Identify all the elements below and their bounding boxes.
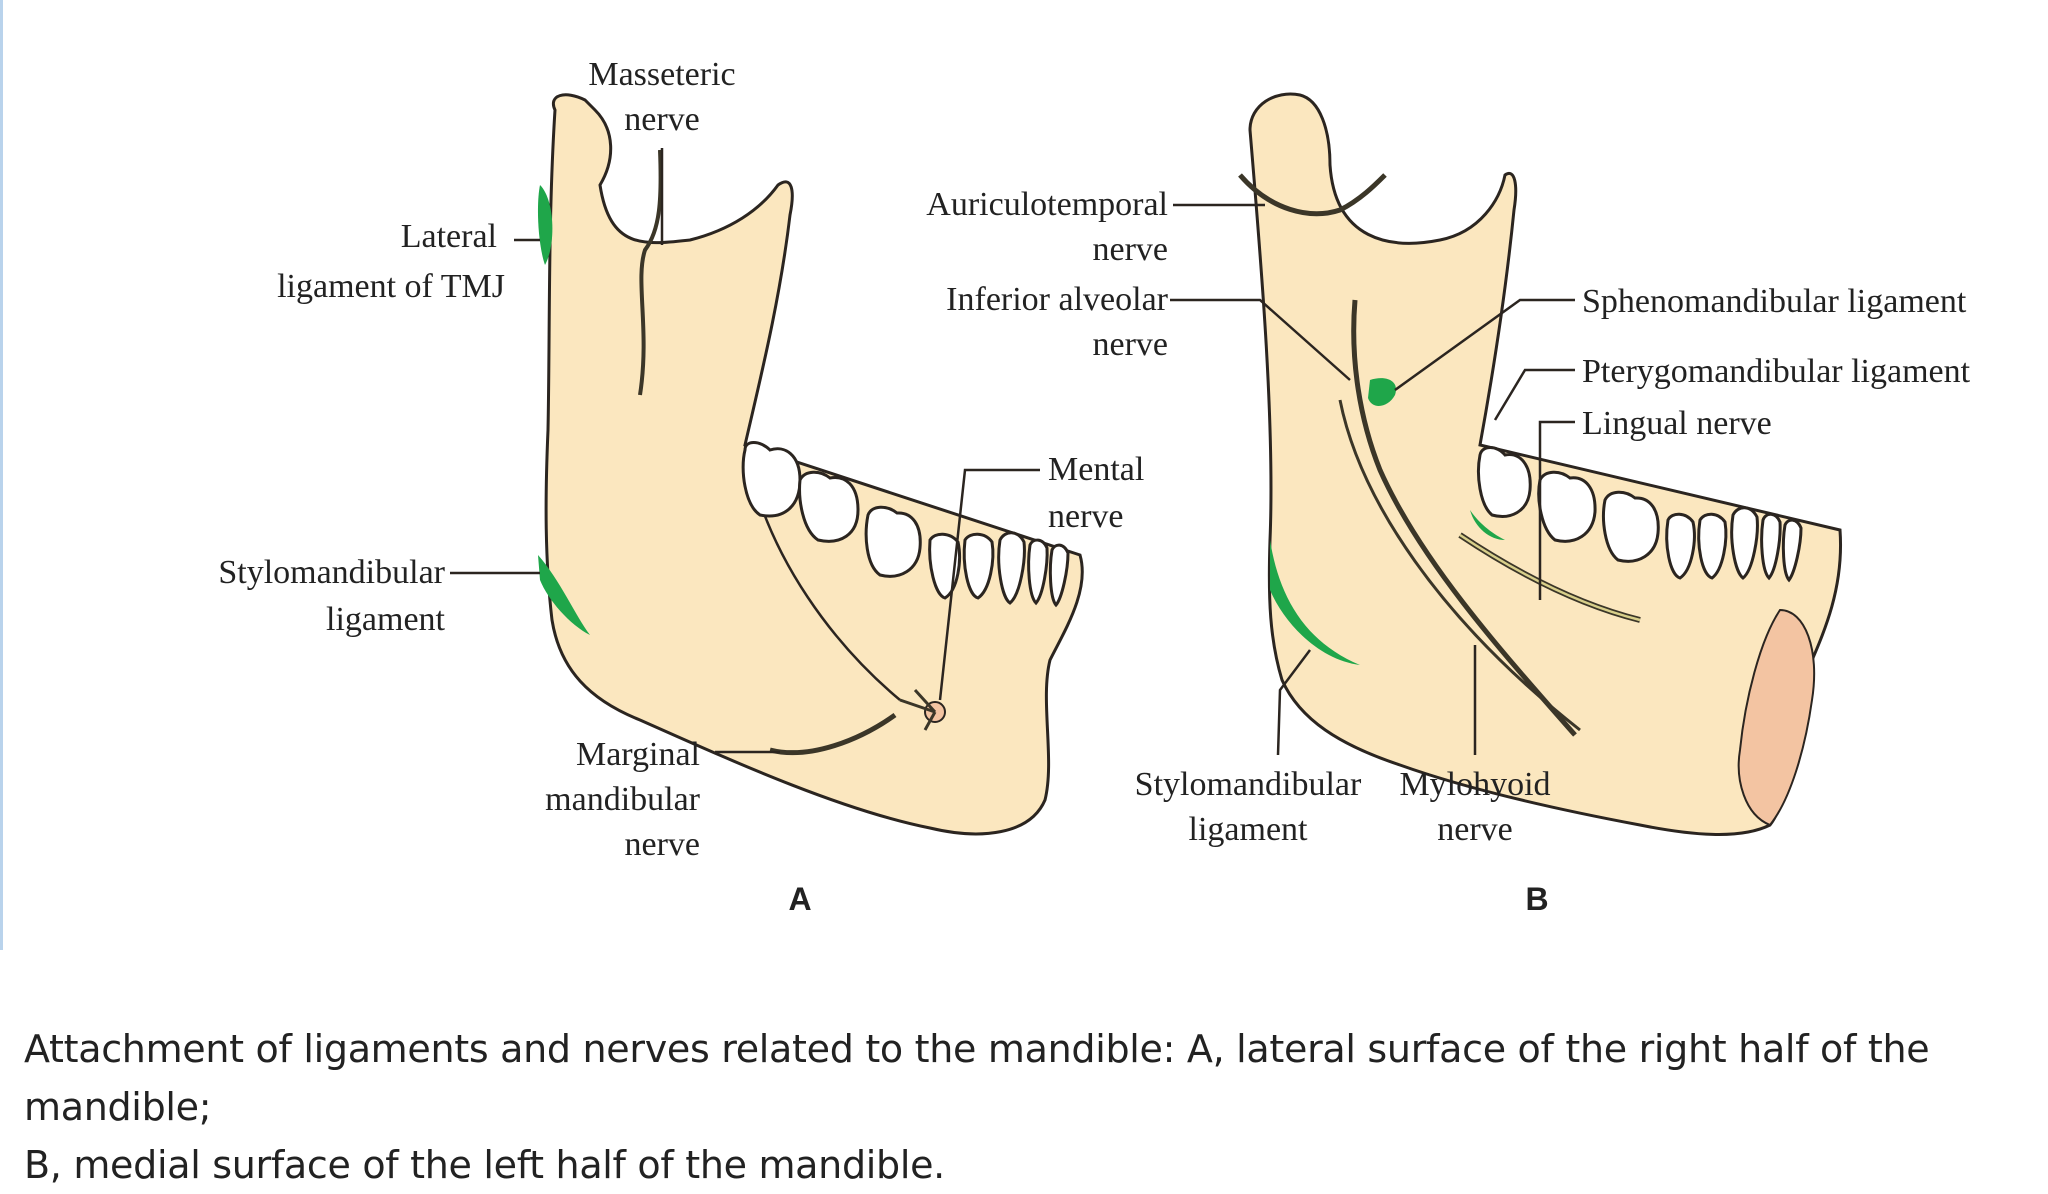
panel-b-molar-3 [1602,490,1660,563]
panel-b-incisor-2 [1781,518,1803,583]
panel-b-teeth [1477,446,1803,583]
mandible-figure: Masseteric nerve Lateral ligament of TMJ… [218,56,1971,917]
panel-a-molar-2 [798,470,860,543]
panel-letter-a: A [788,881,811,917]
label-masseteric-2: nerve [624,101,700,138]
panel-a-diagram: Masseteric nerve Lateral ligament of TMJ… [218,56,1144,917]
panel-b-diagram: Auriculotemporal nerve Inferior alveolar… [926,92,1971,917]
caption-line1-pre: Attachment of ligaments and nerves relat… [24,1027,1187,1071]
panel-b-mylohyoid-groove [1338,399,1581,732]
panel-a-lateral-ligament [537,185,553,265]
label-lateral-2: ligament of TMJ [277,268,505,305]
label-marginal-1: Marginal [576,736,700,773]
label-lateral-1: Lateral [401,218,497,255]
label-lingual-nerve: Lingual nerve [1582,405,1772,442]
caption-line-1: Attachment of ligaments and nerves relat… [24,1020,2024,1136]
panel-b-lingual-nerve-core [1459,533,1641,622]
panel-a-premolar-2 [962,532,995,600]
panel-a-incisor-1 [1027,538,1049,606]
label-inferior-alveolar-2: nerve [1092,326,1168,363]
label-masseteric-1: Masseteric [588,56,735,93]
caption-line1-letter-a: A [1186,1027,1213,1071]
panel-a-leader-lines [450,148,1040,754]
panel-a-canine [997,531,1026,605]
label-stylo-b-2: ligament [1189,811,1309,848]
panel-a-marginal-mandibular-nerve [769,712,897,756]
panel-a-teeth [741,441,1070,608]
panel-b-pterygomandibular-ligament [1470,510,1505,540]
caption-line-2: B, medial surface of the left half of th… [24,1136,2024,1194]
figure-caption: Attachment of ligaments and nerves relat… [24,1020,2024,1194]
label-marginal-3: nerve [624,826,700,863]
label-auriculotemporal-2: nerve [1092,231,1168,268]
panel-b-canine [1730,506,1759,580]
label-mental-1: Mental [1048,451,1144,488]
panel-b-incisor-1 [1760,512,1782,581]
panel-b-chin-cut-surface [1737,608,1816,827]
leader-pterygo [1493,368,1575,421]
panel-a-mental-nerve-branches [899,688,937,731]
caption-line1-post: , lateral surface of the right half of t… [24,1027,1930,1129]
panel-a-molar-3 [864,505,922,578]
caption-line2-letter-b: B [24,1143,50,1187]
panel-a-molar-1 [741,441,802,518]
panel-b-inferior-alveolar-nerve [1351,299,1577,737]
panel-b-molar-2 [1537,470,1597,543]
label-mental-2: nerve [1048,498,1124,535]
caption-line2-post: , medial surface of the left half of the… [49,1143,945,1187]
label-marginal-2: mandibular [545,781,701,818]
label-sphenomandibular: Sphenomandibular ligament [1582,283,1967,320]
panel-b-molar-1 [1477,446,1532,518]
panel-b-stylomandibular-ligament [1270,540,1360,665]
leader-mental [938,468,1040,701]
label-mylohyoid-1: Mylohyoid [1399,766,1550,803]
panel-b-sphenomandibular-ligament [1368,378,1396,406]
panel-a-stylomandibular-ligament [538,555,590,635]
panel-b-premolar-1 [1665,512,1696,580]
label-stylo-a-2: ligament [326,601,446,638]
panel-b-premolar-2 [1697,512,1728,580]
label-mylohyoid-2: nerve [1437,811,1513,848]
label-auriculotemporal-1: Auriculotemporal [926,186,1168,223]
leader-stylo-b [1276,649,1311,756]
panel-letter-b: B [1525,881,1548,917]
panel-a-incisor-2 [1048,543,1070,608]
panel-a-masseteric-nerve [638,149,663,396]
label-stylo-a-1: Stylomandibular [218,554,445,591]
label-stylo-b-1: Stylomandibular [1135,766,1362,803]
label-pterygomandibular: Pterygomandibular ligament [1582,353,1971,390]
leader-inferior-alveolar [1170,298,1351,381]
panel-b-auriculotemporal-nerve [1238,173,1387,217]
left-edge-rule [0,0,3,950]
panel-b-leader-lines [1170,203,1575,756]
leader-spheno [1394,298,1575,392]
label-inferior-alveolar-1: Inferior alveolar [946,281,1168,318]
leader-lingual [1538,420,1575,600]
